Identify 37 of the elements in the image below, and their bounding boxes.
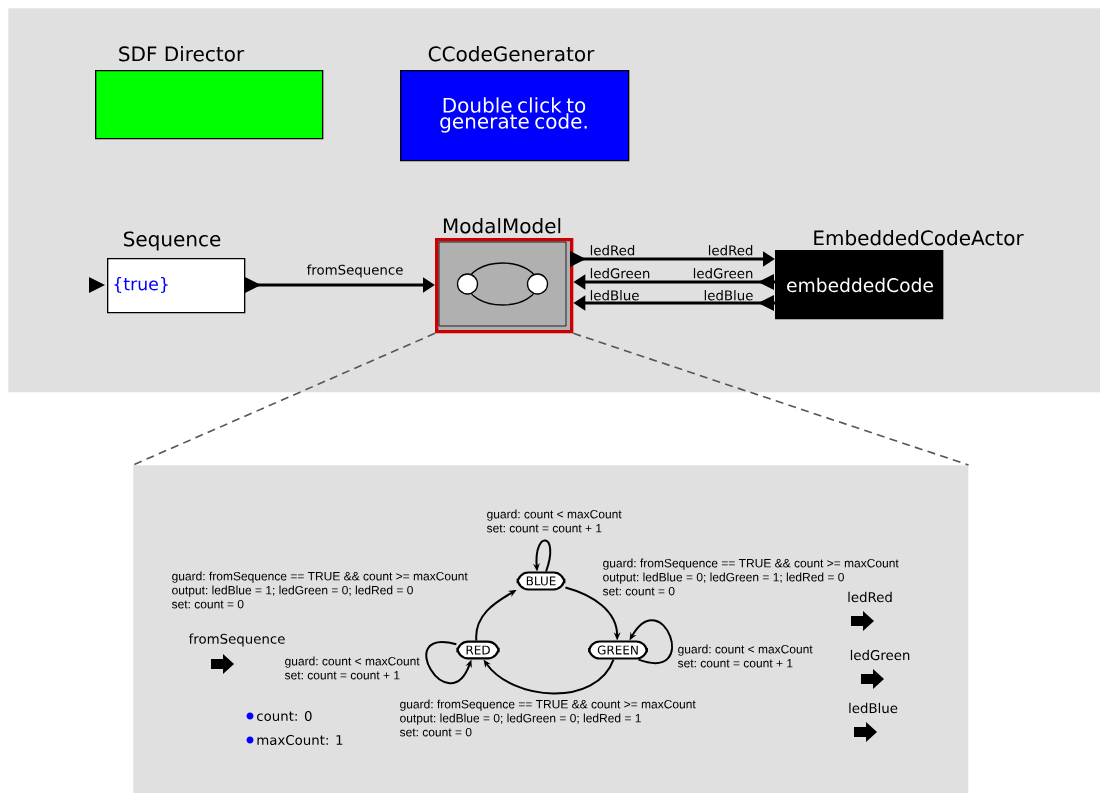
edge-label: guard: count < maxCount set: count = count + 1	[486, 509, 622, 533]
node-label: Sequence	[123, 231, 221, 251]
node-label: CCodeGenerator	[428, 45, 595, 62]
node-label: SDF Director	[119, 45, 245, 62]
edge-label: guard: fromSequence == TRUE && count >= maxCount output: ledBlue = 1; ledGreen = 0; ledRed = 0 set: count = 0	[171, 571, 468, 609]
port-label: ledBlue	[704, 290, 753, 301]
node-label: fromSequence	[188, 633, 285, 647]
node-label: ModalModel	[443, 217, 561, 234]
actor-box: Sequence {true}	[89, 231, 261, 314]
output-port: ledBlue	[849, 702, 898, 742]
zoom-line	[132, 332, 436, 466]
node-label: ledBlue	[849, 702, 898, 714]
director-box: SDF Director	[95, 45, 324, 140]
output-port: ledGreen	[850, 649, 910, 689]
modal-model-box: ModalModel	[435, 217, 586, 334]
node-label: EmbeddedCodeActor	[814, 229, 1024, 246]
port-label: ledGreen	[590, 268, 650, 279]
edge-label: fromSequence	[305, 263, 405, 279]
state-machine-panel	[133, 465, 969, 793]
transition-arrow	[483, 658, 615, 695]
port-label: ledBlue	[590, 290, 639, 301]
edge-label: guard: count < maxCount set: count = count + 1	[284, 656, 420, 680]
edge-label: guard: count < maxCount set: count = count + 1	[677, 644, 813, 668]
edge-label: guard: fromSequence == TRUE && count >= maxCount output: ledBlue = 0; ledGreen = 0; ledRed = 1 set: count = 0	[399, 699, 696, 737]
self-loop-arrow	[425, 641, 472, 685]
generator-box: CCodeGenerator Double click to generate code.	[400, 45, 630, 162]
port-label: ledGreen	[693, 268, 753, 279]
parameter-item: count: 0	[246, 710, 312, 722]
actor-box: EmbeddedCodeActor embeddedCode	[758, 229, 1024, 320]
self-loop-arrow	[629, 619, 673, 664]
zoom-line	[572, 332, 970, 466]
node-label: ledGreen	[850, 649, 910, 661]
state-node: GREEN	[588, 640, 648, 660]
port-label: ledRed	[590, 245, 635, 256]
parameter-item: maxCount: 1	[246, 734, 343, 746]
port-label: ledRed	[708, 245, 753, 256]
input-port: fromSequence	[188, 633, 285, 674]
